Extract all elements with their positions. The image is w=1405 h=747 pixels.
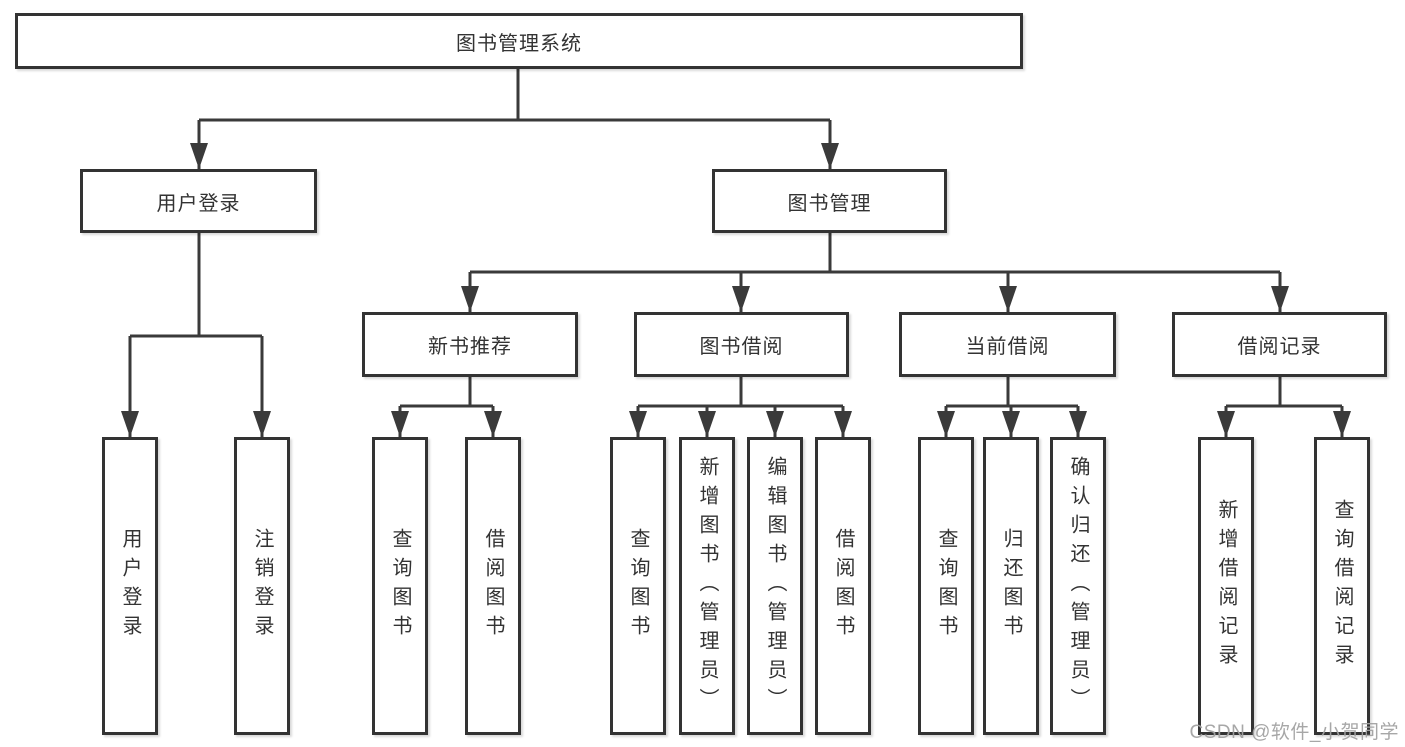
- node-current-borrowing: 当前借阅: [899, 312, 1116, 377]
- leaf-borrow-borrow-books: 借阅图书: [815, 437, 871, 735]
- leaf-borrow-query-books-label: 查询图书: [627, 528, 649, 644]
- leaf-user-login-label: 用户登录: [119, 528, 141, 644]
- leaf-logout-label: 注销登录: [251, 528, 273, 644]
- node-new-book-recommendation: 新书推荐: [362, 312, 578, 377]
- leaf-current-confirm-return-admin-label: 确认归还（管理员）: [1067, 455, 1089, 717]
- leaf-borrow-query-books: 查询图书: [610, 437, 666, 735]
- leaf-current-query-books-label: 查询图书: [935, 528, 957, 644]
- leaf-records-add-record-label: 新增借阅记录: [1215, 499, 1237, 673]
- leaf-current-return-books-label: 归还图书: [1000, 528, 1022, 644]
- leaf-logout: 注销登录: [234, 437, 290, 735]
- leaf-newbook-query-books-label: 查询图书: [389, 528, 411, 644]
- node-library-management-system: 图书管理系统: [15, 13, 1023, 69]
- node-book-management: 图书管理: [712, 169, 947, 233]
- leaf-borrow-edit-books-admin: 编辑图书（管理员）: [747, 437, 803, 735]
- leaf-newbook-query-books: 查询图书: [372, 437, 428, 735]
- arrowhead-icons: [121, 143, 1351, 437]
- leaf-current-query-books: 查询图书: [918, 437, 974, 735]
- node-borrowing-records: 借阅记录: [1172, 312, 1387, 377]
- leaf-borrow-add-books-admin: 新增图书（管理员）: [679, 437, 735, 735]
- leaf-current-return-books: 归还图书: [983, 437, 1039, 735]
- watermark: CSDN @软件_小贺同学: [1189, 722, 1399, 743]
- leaf-newbook-borrow-books-label: 借阅图书: [482, 528, 504, 644]
- node-book-borrowing: 图书借阅: [634, 312, 849, 377]
- leaf-borrow-add-books-admin-label: 新增图书（管理员）: [696, 455, 718, 717]
- leaf-records-query-record: 查询借阅记录: [1314, 437, 1370, 735]
- leaf-records-add-record: 新增借阅记录: [1198, 437, 1254, 735]
- leaf-records-query-record-label: 查询借阅记录: [1331, 499, 1353, 673]
- node-user-login: 用户登录: [80, 169, 317, 233]
- leaf-user-login: 用户登录: [102, 437, 158, 735]
- leaf-borrow-borrow-books-label: 借阅图书: [832, 528, 854, 644]
- leaf-borrow-edit-books-admin-label: 编辑图书（管理员）: [764, 455, 786, 717]
- leaf-current-confirm-return-admin: 确认归还（管理员）: [1050, 437, 1106, 735]
- leaf-newbook-borrow-books: 借阅图书: [465, 437, 521, 735]
- connector-paths: [128, 69, 1344, 437]
